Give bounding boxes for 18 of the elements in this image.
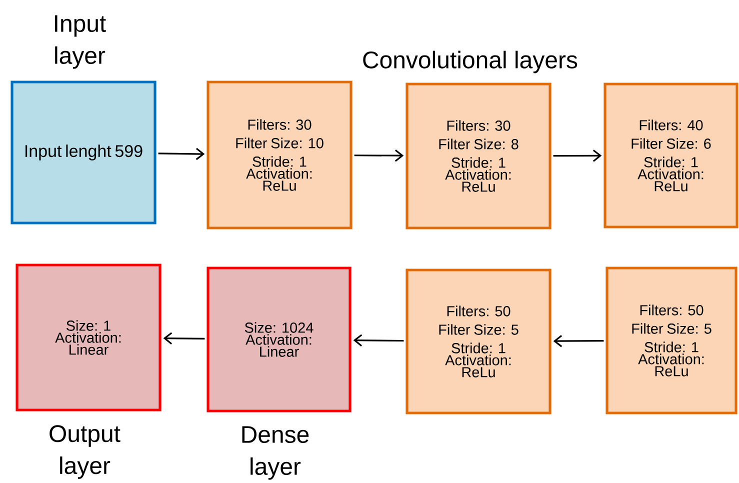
- arrow: [353, 334, 404, 346]
- layer-heading: Output layer: [50, 425, 120, 479]
- layer-box: Input lenght 599: [10, 80, 156, 224]
- layer-box: Size: 1 Activation: Linear: [16, 264, 162, 412]
- arrow: [553, 334, 604, 348]
- arrow: [553, 150, 602, 162]
- arrow: [354, 149, 404, 162]
- layer-box: Filters: 30 Filter Size: 8 Stride: 1 Activation: ReLu: [406, 82, 552, 230]
- arrow: [163, 332, 205, 344]
- arrow: [158, 148, 205, 160]
- layer-box: Filters: 30 Filter Size: 10 Stride: 1 Activation: ReLu: [206, 80, 352, 230]
- layer-box: Filters: 50 Filter Size: 5 Stride: 1 Activation: ReLu: [406, 268, 552, 414]
- layer-heading: Input layer: [55, 15, 106, 69]
- layer-box: Size: 1024 Activation: Linear: [206, 266, 352, 412]
- layer-heading: Dense layer: [242, 426, 309, 480]
- layer-box: Filters: 50 Filter Size: 5 Stride: 1 Activation: ReLu: [606, 266, 738, 414]
- group-heading: Convolutional layers: [363, 50, 578, 74]
- layer-box: Filters: 40 Filter Size: 6 Stride: 1 Activation: ReLu: [604, 82, 738, 228]
